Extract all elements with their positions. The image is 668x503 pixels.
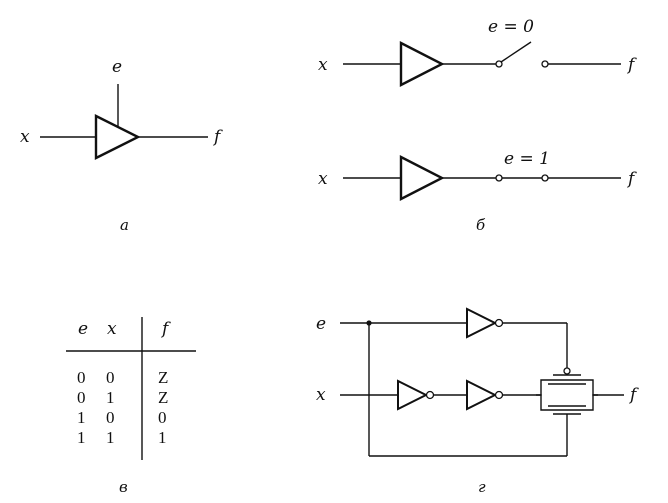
switch-contact: [541, 174, 549, 182]
output-label: f: [626, 55, 637, 75]
switch-contact: [495, 60, 503, 68]
output-label: f: [212, 127, 223, 147]
input-label: x: [316, 385, 326, 405]
input-label: x: [318, 169, 328, 189]
inverter-bubble: [425, 390, 435, 400]
svg-text:1: 1: [77, 428, 86, 447]
svg-text:1: 1: [77, 408, 86, 427]
buffer-gate: [399, 41, 445, 87]
caption-v: в: [119, 478, 128, 496]
nmos-channel: [536, 394, 598, 411]
table-row: 1 0 0: [77, 408, 167, 427]
svg-text:1: 1: [106, 428, 115, 447]
caption-a: а: [120, 216, 129, 234]
header-e: e: [78, 319, 88, 339]
panel-a: x e f а: [20, 57, 223, 234]
enable-label: e: [316, 314, 326, 334]
panel-g-cmos-circuit: e x f г: [316, 307, 639, 496]
svg-text:0: 0: [158, 408, 167, 427]
header-x: x: [107, 319, 117, 339]
svg-text:0: 0: [106, 368, 115, 387]
svg-text:1: 1: [158, 428, 167, 447]
input-label: x: [20, 127, 30, 147]
switch-contact: [495, 174, 503, 182]
panel-v-truth-table: e x f 0 0 Z 0 1 Z 1 0 0 1 1 1 в: [66, 317, 196, 496]
svg-text:Z: Z: [158, 368, 168, 387]
header-f: f: [160, 319, 171, 339]
inverter-bubble: [494, 318, 504, 328]
switch-open-circuit: x f e = 0: [318, 17, 637, 87]
svg-text:0: 0: [106, 408, 115, 427]
panel-b: x f e = 0 x f e = 1 б: [318, 17, 637, 234]
svg-text:Z: Z: [158, 388, 168, 407]
pmos-bubble: [563, 367, 571, 375]
open-switch-blade: [500, 41, 532, 63]
switch-state-label: e = 1: [504, 149, 550, 169]
switch-contact: [541, 60, 549, 68]
inverter-gate: [397, 379, 429, 411]
inverter-bubble: [494, 390, 504, 400]
pmos-channel: [536, 379, 598, 396]
buffer-gate: [399, 155, 445, 201]
table-row: 1 1 1: [77, 428, 167, 447]
caption-g: г: [478, 478, 486, 496]
switch-state-label: e = 0: [488, 17, 534, 37]
inverter-gate: [466, 379, 498, 411]
svg-text:0: 0: [77, 388, 86, 407]
output-label: f: [626, 169, 637, 189]
table-row: 0 1 Z: [77, 388, 168, 407]
table-row: 0 0 Z: [77, 368, 168, 387]
inverter-gate: [466, 307, 498, 339]
output-label: f: [628, 385, 639, 405]
svg-text:1: 1: [106, 388, 115, 407]
transmission-gate: [536, 379, 598, 411]
buffer-gate: [94, 114, 141, 160]
enable-label: e: [112, 57, 122, 77]
switch-closed-circuit: x f e = 1: [318, 149, 637, 201]
input-label: x: [318, 55, 328, 75]
svg-text:0: 0: [77, 368, 86, 387]
caption-b: б: [476, 216, 486, 234]
